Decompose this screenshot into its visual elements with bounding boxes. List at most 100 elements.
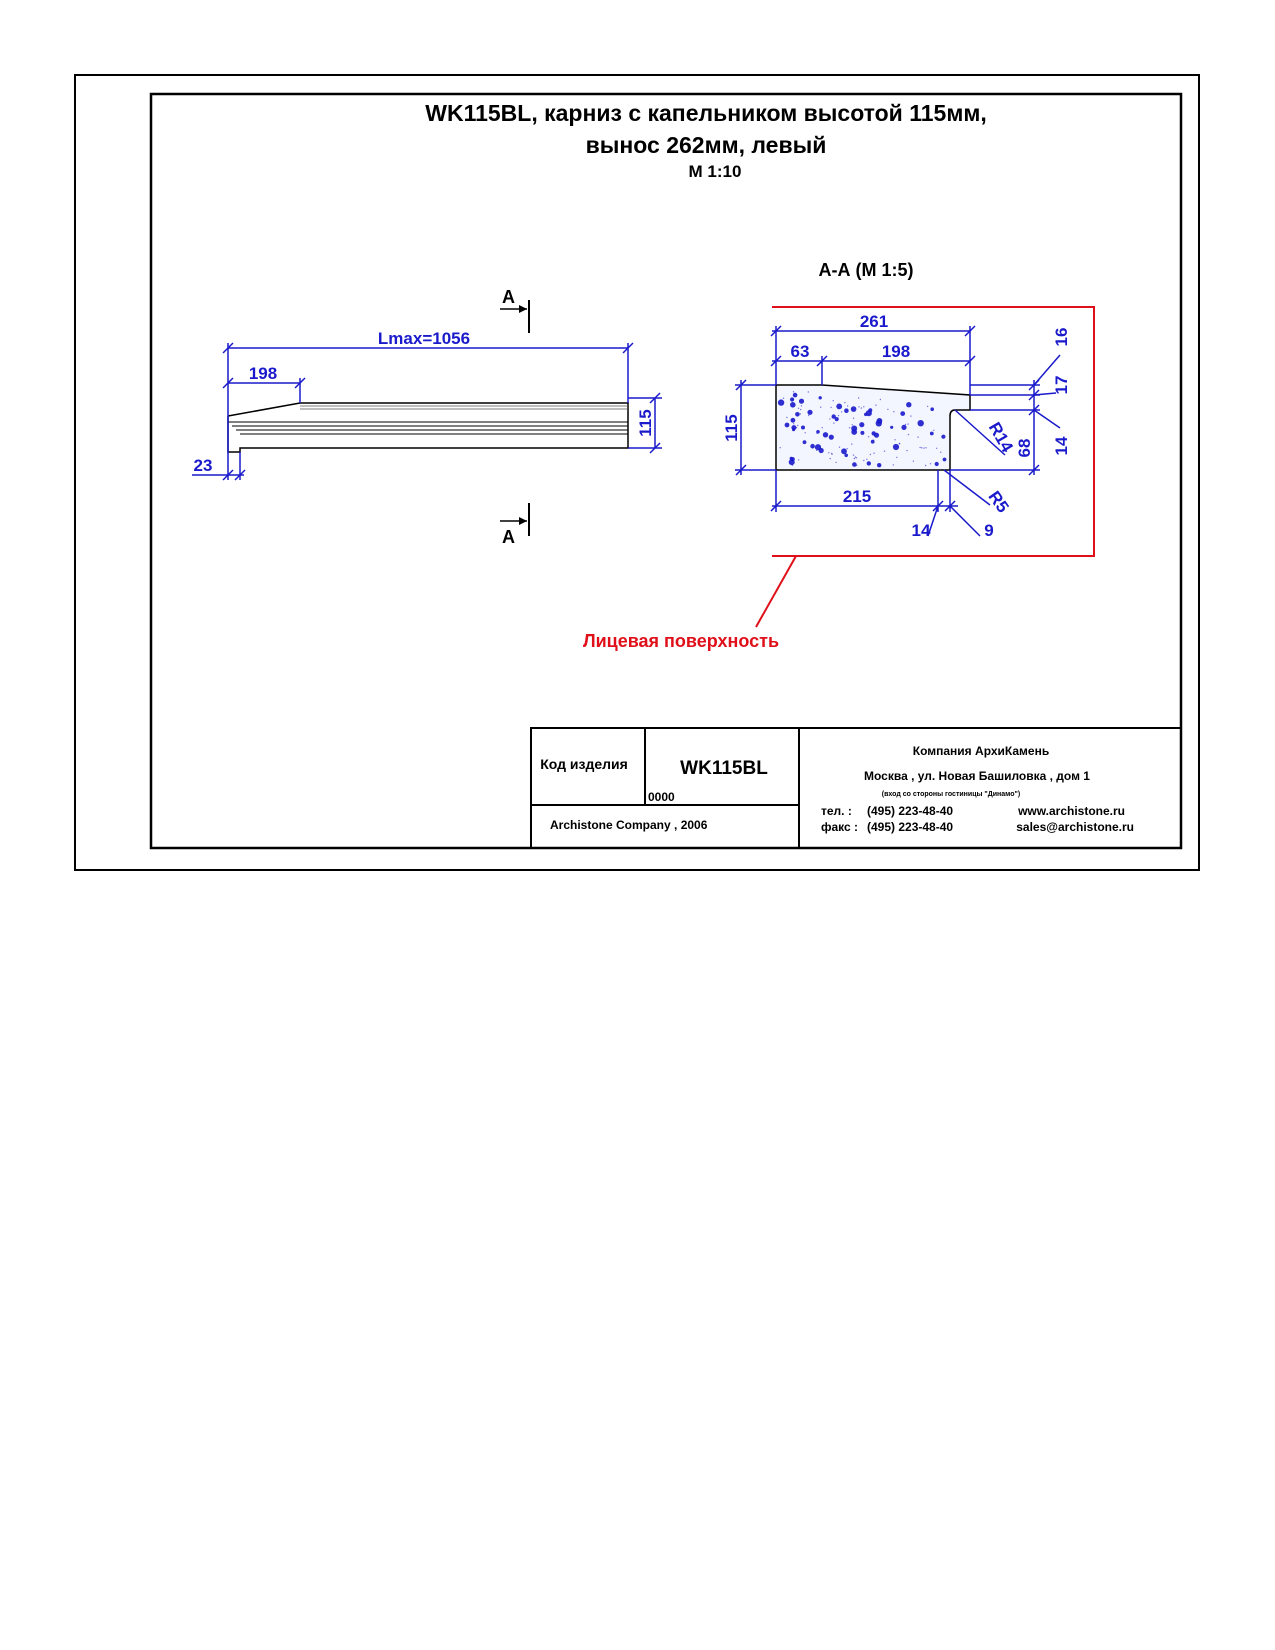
- section-view: А-А (М 1:5) Лицевая поверхность: [583, 260, 1095, 651]
- dim-leader: [954, 409, 1006, 456]
- dim-leader: [949, 505, 981, 537]
- drawing-title-line2: вынос 262мм, левый: [586, 132, 827, 158]
- texture-dot: [900, 411, 906, 416]
- dim-261: 261: [860, 312, 888, 331]
- texture-dot: [831, 414, 836, 419]
- dim-leader: [943, 469, 991, 506]
- texture-dot: [846, 448, 848, 450]
- section-mark-top: A: [502, 287, 515, 307]
- dim-198-elevation: 198: [249, 364, 277, 383]
- texture-dot: [818, 396, 822, 400]
- dim-tick: [770, 500, 782, 512]
- texture-dot: [864, 412, 868, 417]
- texture-dot: [821, 427, 823, 429]
- dim-14-right: 14: [1052, 436, 1071, 455]
- tb-website: www.archistone.ru: [1017, 804, 1125, 818]
- tb-tel-label: тел. :: [821, 804, 852, 818]
- section-title: А-А (М 1:5): [819, 260, 914, 280]
- tb-email: sales@archistone.ru: [1016, 820, 1134, 834]
- dim-198-section: 198: [882, 342, 910, 361]
- dim-lmax: Lmax=1056: [378, 329, 470, 348]
- face-surface-leader: [755, 555, 797, 628]
- dim-leader: [1033, 392, 1057, 396]
- texture-dot: [892, 443, 900, 451]
- texture-dot: [873, 432, 880, 438]
- texture-dot: [810, 443, 815, 449]
- texture-dot: [848, 427, 851, 429]
- texture-dot: [800, 408, 802, 411]
- dim-tick: [770, 355, 782, 367]
- texture-dot: [779, 447, 781, 449]
- title-block: [530, 727, 1182, 849]
- texture-dot: [929, 431, 934, 436]
- dim-215: 215: [843, 487, 871, 506]
- texture-dot: [934, 461, 939, 467]
- texture-dot: [875, 420, 882, 427]
- texture-dot: [851, 443, 853, 445]
- texture-dot: [941, 434, 946, 439]
- stone-texture: [777, 391, 947, 468]
- elevation-outline: [227, 402, 629, 453]
- texture-dot: [893, 411, 895, 413]
- dim-r5: R5: [984, 487, 1012, 516]
- texture-dot: [917, 420, 924, 427]
- texture-dot: [801, 425, 805, 430]
- drawing-title-line1: WK115BL, карниз с капельником высотой 11…: [425, 100, 987, 126]
- elevation-view: A A Lmax=1056 198: [192, 287, 662, 547]
- texture-dot: [790, 402, 796, 408]
- tb-frame: [530, 727, 1182, 849]
- texture-dot: [912, 460, 915, 462]
- texture-dot: [860, 430, 865, 435]
- texture-dot: [816, 432, 818, 434]
- dim-leader: [1033, 354, 1061, 386]
- texture-dot: [777, 399, 785, 406]
- texture-dot: [841, 448, 847, 455]
- texture-dot: [844, 402, 846, 404]
- texture-dot: [790, 417, 796, 423]
- texture-dot: [940, 451, 942, 453]
- texture-dot: [860, 407, 863, 409]
- texture-dot: [923, 447, 925, 449]
- dim-63: 63: [791, 342, 810, 361]
- texture-dot: [791, 425, 797, 431]
- texture-dot: [917, 436, 919, 438]
- dim-23-elevation: 23: [194, 456, 213, 475]
- texture-dot: [856, 464, 858, 467]
- texture-dot: [800, 405, 803, 407]
- texture-dot: [791, 464, 794, 466]
- texture-dot: [831, 453, 833, 455]
- texture-dot: [797, 407, 800, 409]
- texture-dot: [890, 425, 894, 429]
- texture-dot: [784, 422, 790, 428]
- texture-dot: [835, 461, 837, 464]
- texture-dot: [833, 422, 835, 424]
- texture-dot: [795, 412, 800, 417]
- dim-tick: [649, 392, 661, 404]
- texture-dot: [863, 406, 865, 408]
- texture-dot: [929, 463, 932, 465]
- texture-dot: [836, 403, 843, 410]
- dim-leader: [1033, 409, 1061, 429]
- texture-dot: [894, 439, 896, 441]
- texture-dot: [786, 416, 788, 419]
- dim-16: 16: [1052, 328, 1071, 347]
- dim-r14: R14: [985, 419, 1017, 456]
- texture-dot: [818, 447, 824, 454]
- texture-dot: [868, 408, 873, 413]
- texture-dot: [792, 392, 798, 398]
- texture-dot: [866, 461, 871, 466]
- texture-dot: [859, 422, 865, 428]
- tb-fax-label: факс :: [821, 820, 858, 834]
- dim-tick: [294, 377, 306, 389]
- dim-tick: [234, 469, 246, 481]
- texture-dot: [869, 453, 872, 456]
- texture-dot: [855, 457, 858, 459]
- texture-dot: [854, 456, 857, 458]
- texture-dot: [790, 457, 795, 462]
- texture-dot: [925, 447, 927, 449]
- face-surface-label: Лицевая поверхность: [583, 631, 779, 651]
- texture-dot: [930, 407, 934, 412]
- tb-address-note: (вход со стороны гостиницы "Динамо"): [882, 791, 1020, 798]
- dim-68: 68: [1015, 439, 1034, 458]
